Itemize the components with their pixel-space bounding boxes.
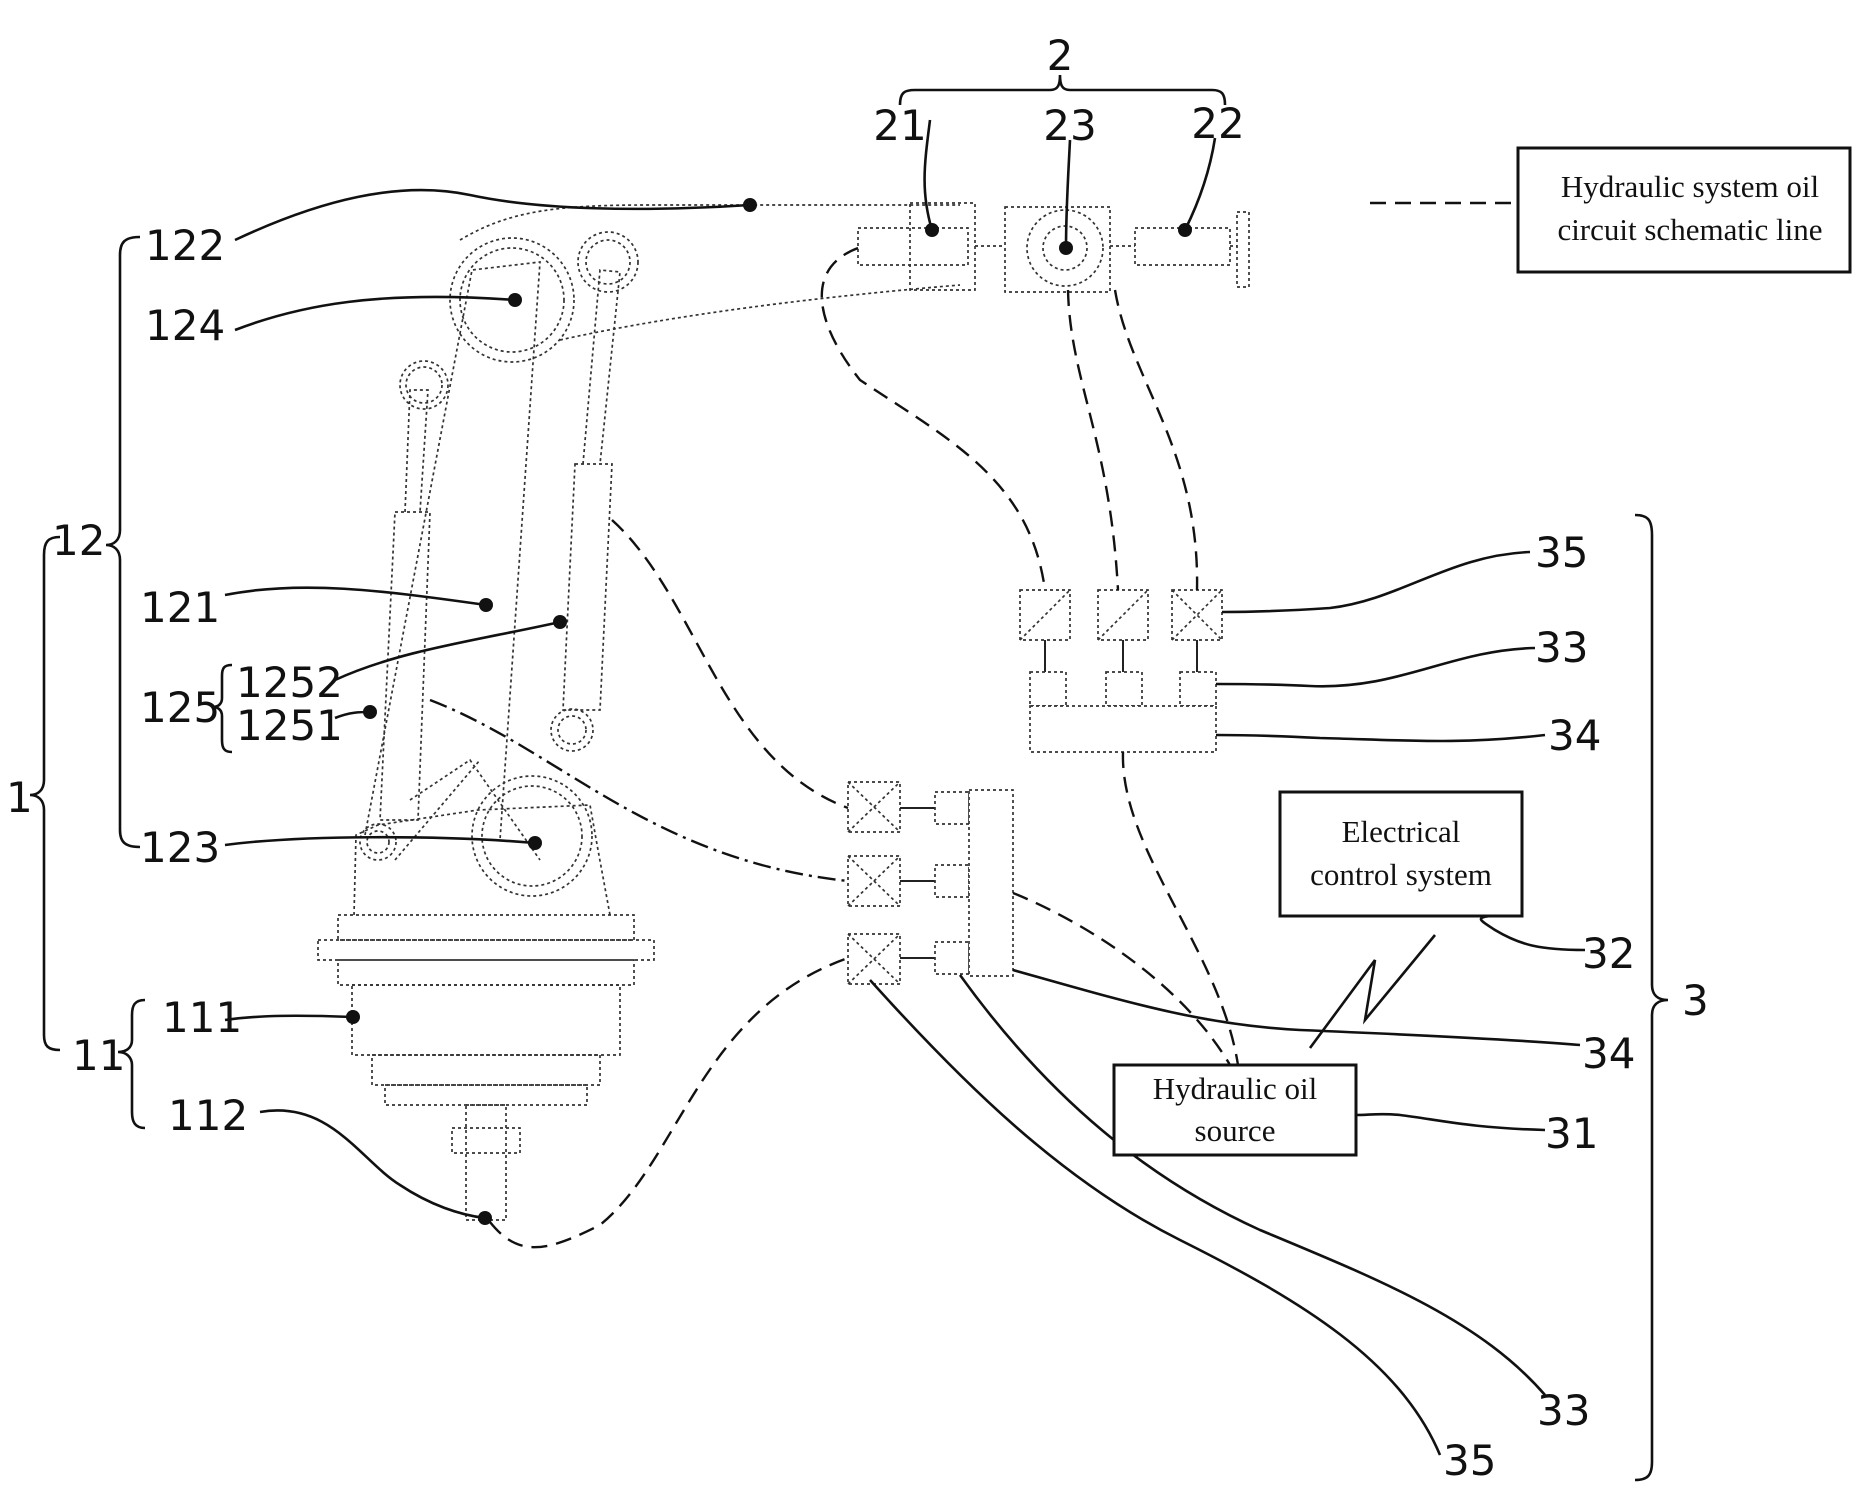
upper-arm bbox=[460, 205, 960, 240]
valve-lower-1 bbox=[848, 782, 900, 832]
label-21: 21 bbox=[873, 101, 926, 150]
base-step-1 bbox=[372, 1055, 600, 1085]
label-122: 122 bbox=[145, 221, 225, 270]
label-111: 111 bbox=[162, 993, 242, 1042]
label-32: 32 bbox=[1582, 929, 1635, 978]
label-35-bottom: 35 bbox=[1443, 1436, 1496, 1485]
sensor-33-c bbox=[1180, 672, 1216, 706]
lower-arm-brace bbox=[395, 760, 480, 860]
shaft-collar bbox=[452, 1128, 520, 1153]
manifold-34-upper bbox=[1030, 706, 1216, 752]
valve-35-c bbox=[1172, 590, 1222, 640]
label-121: 121 bbox=[140, 583, 220, 632]
gripper-jaw-22 bbox=[1237, 212, 1249, 287]
label-33-top: 33 bbox=[1535, 623, 1588, 672]
label-1: 1 bbox=[6, 773, 33, 822]
oil-source-text-1: Hydraulic oil bbox=[1153, 1071, 1317, 1106]
label-123: 123 bbox=[140, 823, 220, 872]
cylinder-1252 bbox=[563, 464, 612, 710]
bracket-12 bbox=[106, 237, 140, 847]
joint-123-outer bbox=[472, 776, 592, 896]
label-125: 125 bbox=[140, 683, 220, 732]
lower-arm-outline bbox=[365, 262, 540, 840]
line-34-lower bbox=[1013, 970, 1580, 1045]
joint-123-inner bbox=[482, 786, 582, 886]
sensor-lower-1 bbox=[935, 792, 969, 824]
turret-body bbox=[354, 805, 610, 915]
lower-valve-group bbox=[848, 782, 1013, 984]
oil-line-arm-cylinder bbox=[612, 520, 848, 808]
label-1251: 1251 bbox=[236, 701, 343, 750]
label-34-bottom: 34 bbox=[1582, 1029, 1635, 1078]
label-112: 112 bbox=[168, 1091, 248, 1140]
label-124: 124 bbox=[145, 301, 225, 350]
oil-line-23 bbox=[1068, 290, 1118, 590]
valve-lower-2 bbox=[848, 856, 900, 906]
upper-arm-lower-edge bbox=[560, 285, 960, 340]
legend: Hydraulic system oil circuit schematic l… bbox=[1370, 148, 1850, 272]
shaft bbox=[466, 1105, 506, 1220]
oil-line-manifold-source bbox=[1123, 752, 1238, 1065]
label-3: 3 bbox=[1682, 976, 1709, 1025]
label-2: 2 bbox=[1047, 31, 1074, 80]
electrical-control-system: Electrical control system bbox=[1280, 792, 1522, 916]
label-35-top: 35 bbox=[1535, 528, 1588, 577]
label-31: 31 bbox=[1545, 1109, 1598, 1158]
cylinder-1251 bbox=[380, 512, 430, 820]
oil-line-112 bbox=[490, 958, 848, 1247]
sensor-33-a bbox=[1030, 672, 1066, 706]
label-12: 12 bbox=[52, 516, 105, 565]
robot-arm bbox=[318, 205, 960, 1220]
electrical-text-2: control system bbox=[1310, 857, 1492, 892]
label-22: 22 bbox=[1191, 99, 1244, 148]
gripper-block-21 bbox=[910, 203, 975, 290]
sensor-lower-2 bbox=[935, 865, 969, 897]
label-1252: 1252 bbox=[236, 658, 343, 707]
valve-lower-3 bbox=[848, 934, 900, 984]
label-33-bottom: 33 bbox=[1537, 1386, 1590, 1435]
pin-1251-top bbox=[400, 361, 448, 409]
base-lower-ring bbox=[338, 960, 634, 985]
sensor-lower-3 bbox=[935, 942, 969, 974]
pin-upper-right-inner bbox=[586, 240, 630, 284]
brackets bbox=[30, 75, 1668, 1480]
label-23: 23 bbox=[1043, 101, 1096, 150]
pin-upper-right bbox=[578, 232, 638, 292]
line-35-lower bbox=[870, 980, 1440, 1455]
pin-lower-left bbox=[360, 824, 396, 860]
base-flange bbox=[318, 940, 654, 960]
electrical-text-1: Electrical bbox=[1342, 814, 1461, 849]
oil-source-text-2: source bbox=[1195, 1113, 1276, 1148]
sensor-33-b bbox=[1106, 672, 1142, 706]
valve-35-b bbox=[1098, 590, 1148, 640]
legend-label-line2: circuit schematic line bbox=[1557, 212, 1822, 247]
gripper-cylinder-21 bbox=[858, 228, 968, 265]
pin-1251-top-inner bbox=[406, 367, 442, 403]
hydraulic-oil-source: Hydraulic oil source bbox=[1114, 1065, 1356, 1155]
lower-arm-inner-link bbox=[410, 760, 540, 860]
electrical-box bbox=[1280, 792, 1522, 916]
gripper-body-23 bbox=[1005, 207, 1110, 292]
bracket-3 bbox=[1635, 515, 1668, 1480]
base-upper-ring bbox=[338, 915, 634, 940]
base-step-2 bbox=[385, 1085, 587, 1105]
base-housing bbox=[352, 985, 620, 1055]
label-11: 11 bbox=[72, 1031, 125, 1080]
legend-label-line1: Hydraulic system oil bbox=[1561, 169, 1819, 204]
valve-35-a bbox=[1020, 590, 1070, 640]
manifold-34-lower bbox=[969, 790, 1013, 976]
oil-line-1251 bbox=[430, 700, 848, 881]
bracket-1 bbox=[30, 537, 60, 1050]
leader-lines bbox=[225, 120, 1585, 1218]
legend-box bbox=[1518, 148, 1850, 272]
oil-line-22 bbox=[1115, 290, 1197, 590]
oil-line-21 bbox=[822, 248, 1045, 590]
label-34-top: 34 bbox=[1548, 711, 1601, 760]
rod-1252 bbox=[583, 270, 620, 464]
upper-valve-group bbox=[1020, 590, 1222, 752]
pin-1252-bottom-inner bbox=[558, 716, 586, 744]
pin-lower-left-inner bbox=[367, 831, 389, 853]
